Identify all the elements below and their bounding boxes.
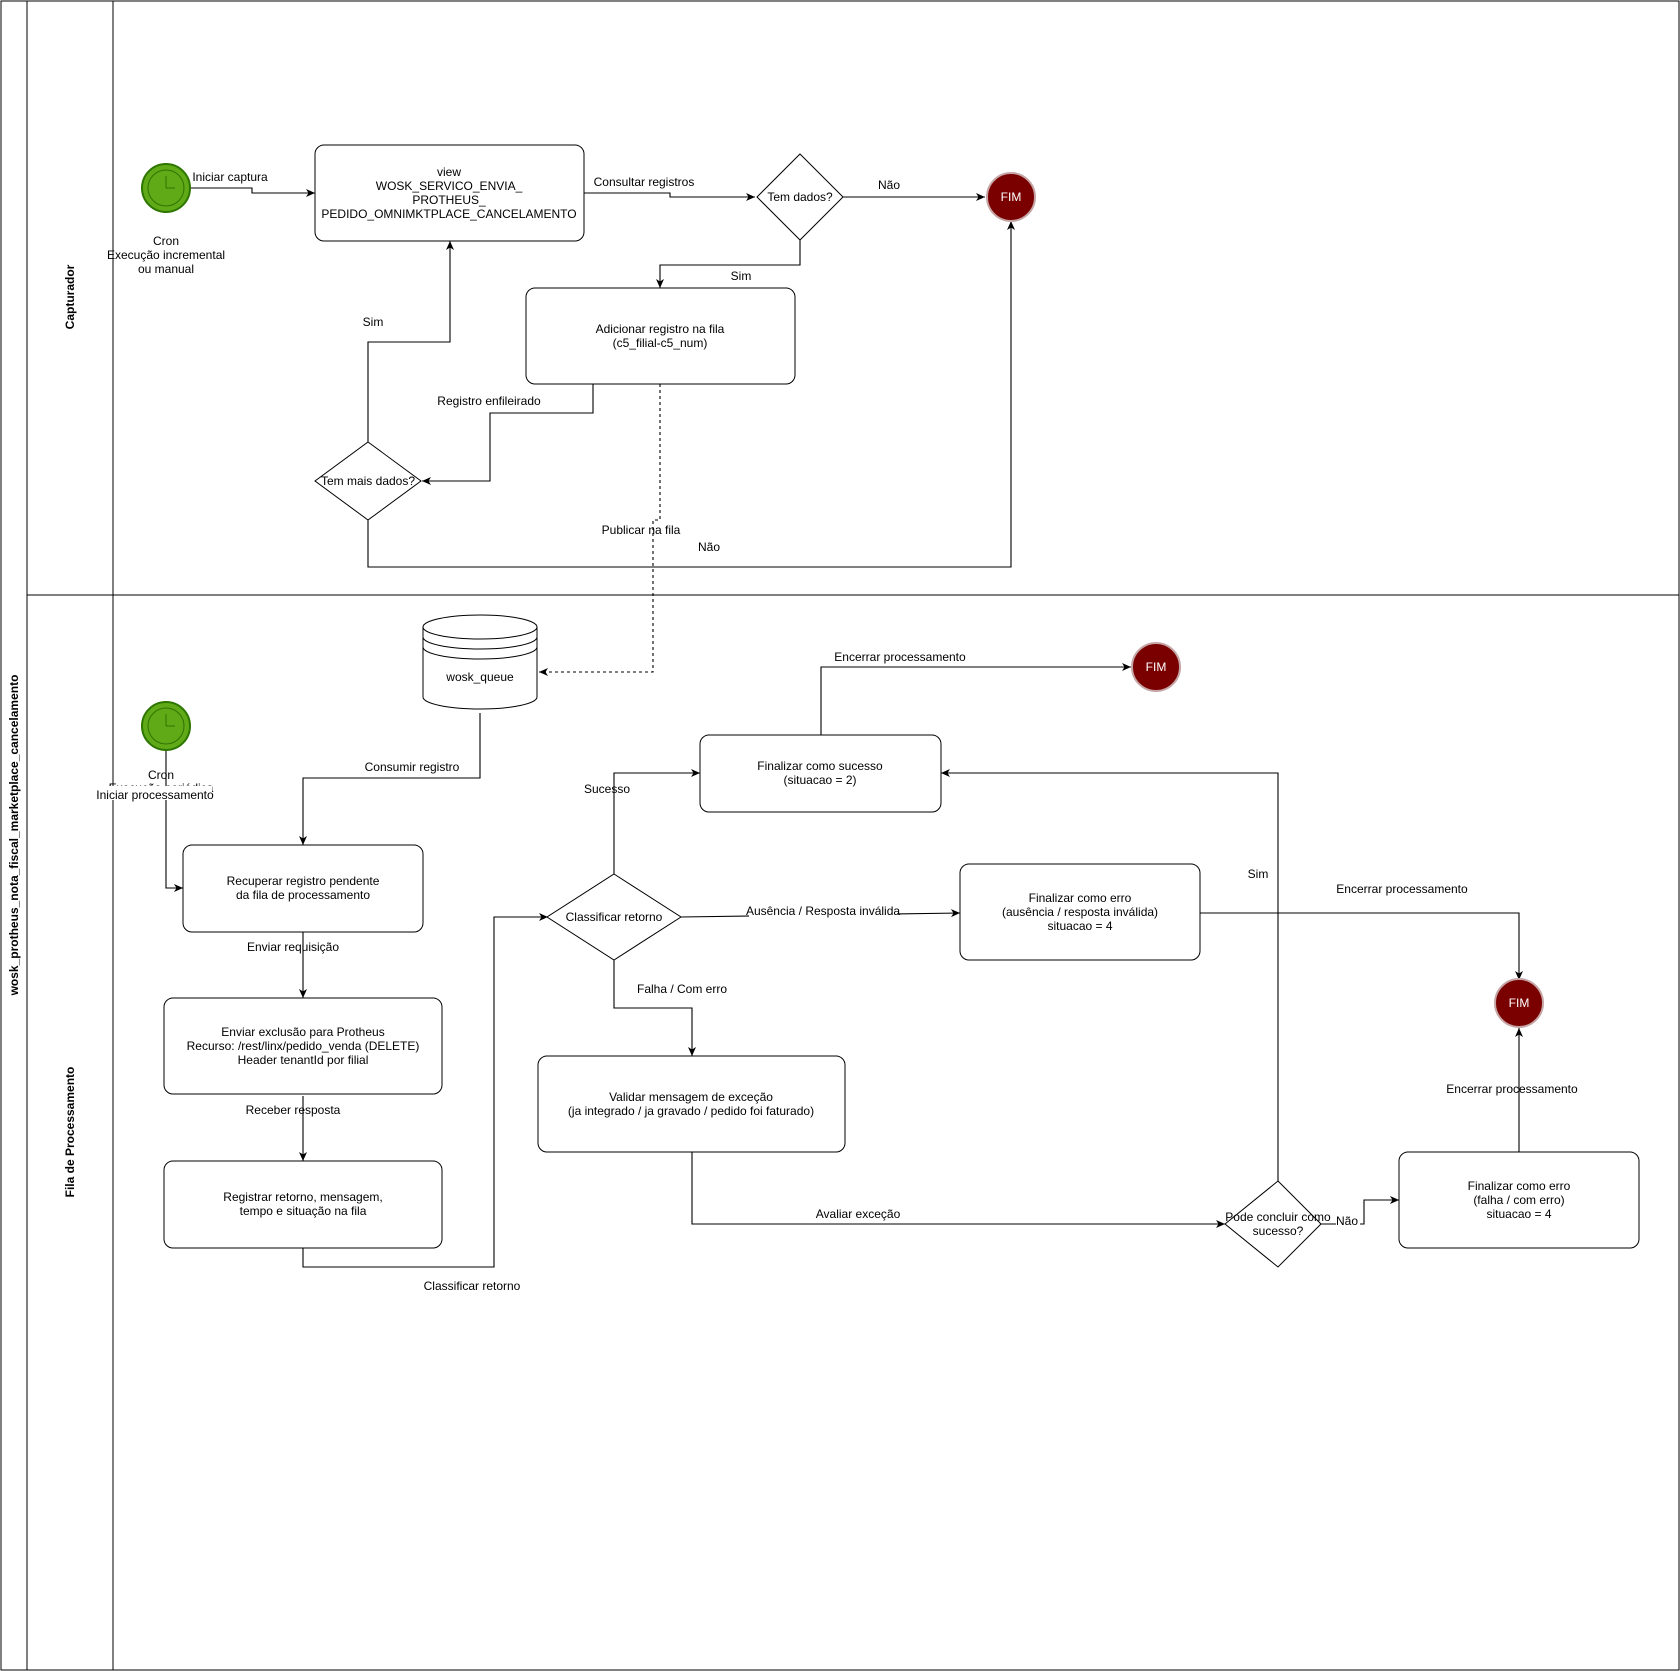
edge-nao: Não xyxy=(1336,1214,1358,1228)
recuperar-line-2: da fila de processamento xyxy=(236,888,370,902)
tem-mais-dados-label: Tem mais dados? xyxy=(321,474,415,488)
wosk-queue-label: wosk_queue xyxy=(445,670,514,684)
capture-cron-desc-2: ou manual xyxy=(138,262,194,276)
edge-sim: Sim xyxy=(1248,867,1269,881)
process-end-label-1: FIM xyxy=(1146,660,1167,674)
erro-ausencia-line-3: situacao = 4 xyxy=(1047,919,1112,933)
registrar-line-2: tempo e situação na fila xyxy=(240,1204,367,1218)
lane-title-capturador: Capturador xyxy=(63,264,77,329)
process-cron-label: Cron xyxy=(148,768,174,782)
capture-cron-desc-1: Execução incremental xyxy=(107,248,225,262)
erro-falha-line-2: (falha / com erro) xyxy=(1473,1193,1564,1207)
pode-concluir-gateway[interactable]: Pode concluir como sucesso? xyxy=(1224,1180,1331,1268)
erro-falha-task[interactable]: Finalizar como erro (falha / com erro) s… xyxy=(1398,1151,1640,1249)
edge-sucesso: Sucesso xyxy=(584,782,630,796)
edge-enviar-requisicao: Enviar requisição xyxy=(247,940,339,954)
process-end-event-1[interactable]: FIM xyxy=(1131,642,1181,692)
edge-sim-1: Sim xyxy=(731,269,752,283)
classificar-label: Classificar retorno xyxy=(566,910,663,924)
view-task[interactable]: view WOSK_SERVICO_ENVIA_ PROTHEUS_ PEDID… xyxy=(314,144,585,242)
edge-publicar-na-fila: Publicar na fila xyxy=(602,523,681,537)
capture-start-event[interactable] xyxy=(141,163,191,213)
tem-dados-gateway[interactable]: Tem dados? xyxy=(756,153,844,241)
edge-sim-2: Sim xyxy=(363,315,384,329)
erro-ausencia-line-2: (ausência / resposta inválida) xyxy=(1002,905,1158,919)
process-start-event[interactable] xyxy=(141,701,191,751)
edge-consultar-registros: Consultar registros xyxy=(594,175,695,189)
edge-encerrar-1: Encerrar processamento xyxy=(834,650,966,664)
process-end-event-2[interactable]: FIM xyxy=(1494,978,1544,1028)
edge-nao-1: Não xyxy=(878,178,900,192)
sucesso-line-2: (situacao = 2) xyxy=(783,773,856,787)
classificar-gateway[interactable]: Classificar retorno xyxy=(546,873,682,961)
pool-title: wosk_protheus_nota_fiscal_marketplace_ca… xyxy=(7,675,21,997)
wosk-queue-datastore[interactable]: wosk_queue xyxy=(422,614,538,710)
edge-avaliar-excecao: Avaliar exceção xyxy=(816,1207,901,1221)
edge-ausencia: Ausência / Resposta inválida xyxy=(746,904,900,918)
view-task-line-2: WOSK_SERVICO_ENVIA_ xyxy=(376,179,523,193)
edge-encerrar-3: Encerrar processamento xyxy=(1446,1082,1578,1096)
sucesso-line-1: Finalizar como sucesso xyxy=(757,759,883,773)
registrar-line-1: Registrar retorno, mensagem, xyxy=(223,1190,382,1204)
validar-task[interactable]: Validar mensagem de exceção (ja integrad… xyxy=(537,1055,846,1153)
lane-title-fila: Fila de Processamento xyxy=(63,1067,77,1198)
tem-mais-dados-gateway[interactable]: Tem mais dados? xyxy=(314,441,422,521)
validar-line-2: (ja integrado / ja gravado / pedido foi … xyxy=(568,1104,814,1118)
enviar-line-3: Header tenantId por filial xyxy=(238,1053,369,1067)
erro-ausencia-task[interactable]: Finalizar como erro (ausência / resposta… xyxy=(959,863,1201,961)
add-queue-task[interactable]: Adicionar registro na fila (c5_filial-c5… xyxy=(525,287,796,385)
capturador-lane: Cron Execução incremental ou manual view… xyxy=(107,144,1036,676)
capture-cron-label: Cron xyxy=(153,234,179,248)
validar-line-1: Validar mensagem de exceção xyxy=(609,1090,773,1104)
enviar-task[interactable]: Enviar exclusão para Protheus Recurso: /… xyxy=(163,997,443,1095)
edge-falha: Falha / Com erro xyxy=(637,982,727,996)
edge-classificar-retorno: Classificar retorno xyxy=(424,1279,521,1293)
enviar-line-1: Enviar exclusão para Protheus xyxy=(221,1025,384,1039)
fila-lane: wosk_queue Cron Execução periódica Recup… xyxy=(96,614,1640,1293)
capture-end-label: FIM xyxy=(1001,190,1022,204)
recuperar-line-1: Recuperar registro pendente xyxy=(227,874,380,888)
view-task-line-4: PEDIDO_OMNIMKTPLACE_CANCELAMENTO xyxy=(321,207,576,221)
edge-registro-enfileirado: Registro enfileirado xyxy=(437,394,541,408)
view-task-line-1: view xyxy=(437,165,461,179)
capture-end-event[interactable]: FIM xyxy=(986,172,1036,222)
process-end-label-2: FIM xyxy=(1509,996,1530,1010)
edge-iniciar-processamento: Iniciar processamento xyxy=(96,788,214,802)
edge-receber-resposta: Receber resposta xyxy=(246,1103,341,1117)
view-task-line-3: PROTHEUS_ xyxy=(412,193,486,207)
registrar-task[interactable]: Registrar retorno, mensagem, tempo e sit… xyxy=(163,1160,443,1249)
pode-concluir-line-1: Pode concluir como xyxy=(1225,1210,1331,1224)
edge-nao-2: Não xyxy=(698,540,720,554)
recuperar-task[interactable]: Recuperar registro pendente da fila de p… xyxy=(182,844,424,933)
tem-dados-label: Tem dados? xyxy=(767,190,833,204)
erro-falha-line-3: situacao = 4 xyxy=(1486,1207,1551,1221)
edge-iniciar-captura: Iniciar captura xyxy=(192,170,268,184)
erro-falha-line-1: Finalizar como erro xyxy=(1468,1179,1571,1193)
pode-concluir-line-2: sucesso? xyxy=(1253,1224,1304,1238)
add-queue-line-1: Adicionar registro na fila xyxy=(596,322,725,336)
edge-consumir-registro: Consumir registro xyxy=(365,760,460,774)
enviar-line-2: Recurso: /rest/linx/pedido_venda (DELETE… xyxy=(187,1039,420,1053)
sucesso-task[interactable]: Finalizar como sucesso (situacao = 2) xyxy=(699,734,942,813)
erro-ausencia-line-1: Finalizar como erro xyxy=(1029,891,1132,905)
add-queue-line-2: (c5_filial-c5_num) xyxy=(613,336,708,350)
edge-encerrar-2: Encerrar processamento xyxy=(1336,882,1468,896)
